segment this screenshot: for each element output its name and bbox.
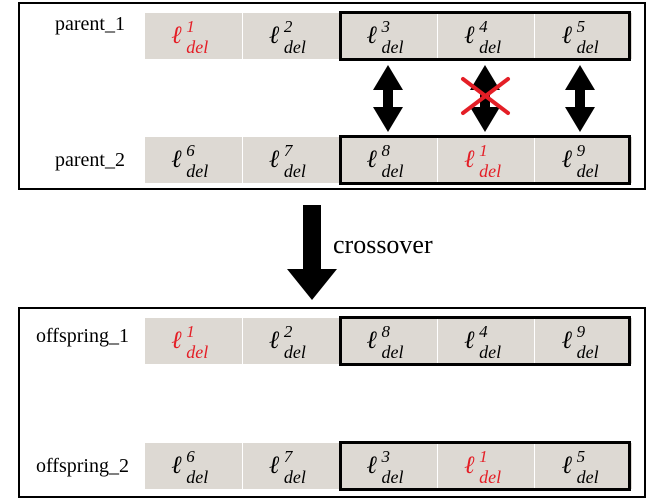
crossover-label: crossover	[333, 230, 433, 259]
blocked-swap-cross-icon	[461, 77, 510, 115]
swap-arrow	[565, 65, 595, 132]
swap-arrow	[373, 65, 403, 132]
offspring-2-label: offspring_2	[36, 455, 129, 477]
offspring-1-label: offspring_1	[36, 325, 129, 347]
crossover-arrow-icon	[287, 205, 337, 300]
parent-2-label: parent_2	[55, 149, 125, 171]
parent-1-label: parent_1	[55, 13, 125, 35]
